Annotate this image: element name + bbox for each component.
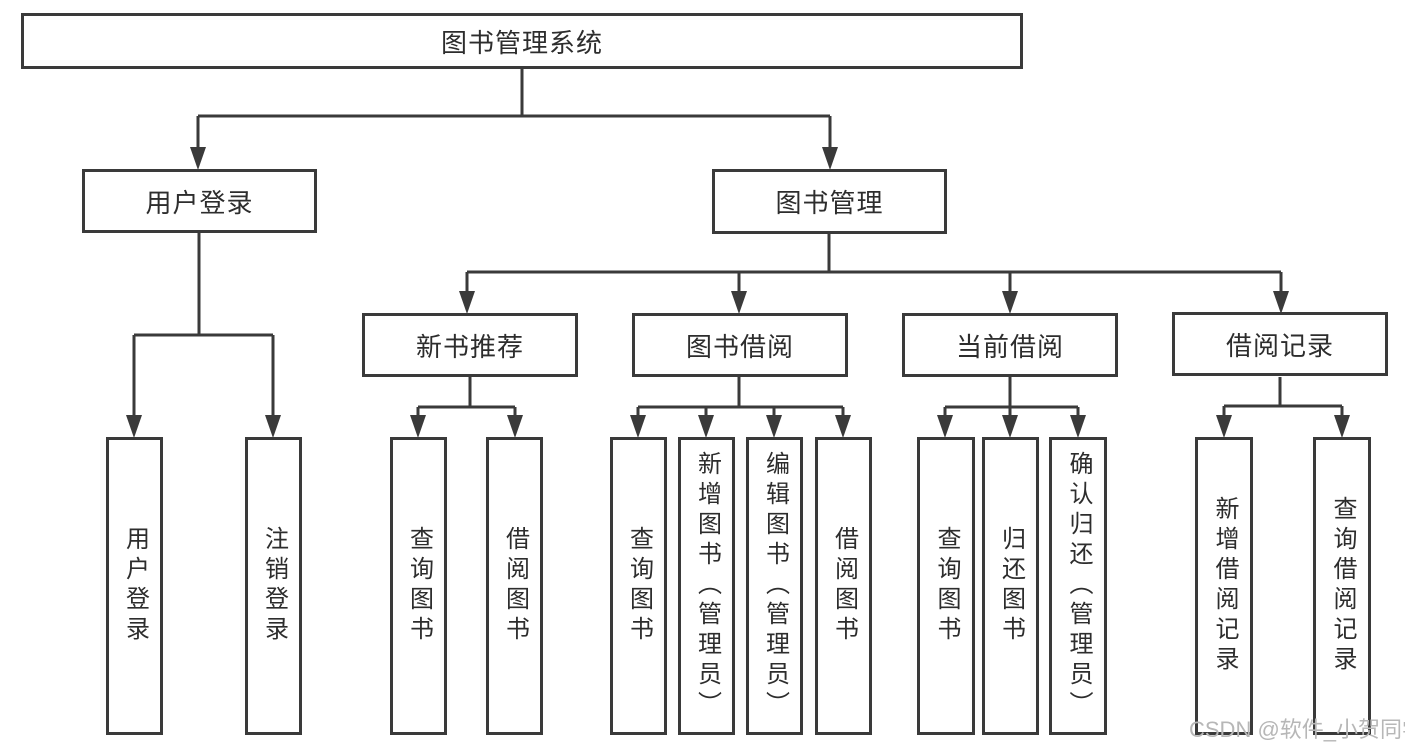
edge-book-management-to-level3 (459, 234, 1289, 314)
node-leaf-user-login: 用户登录 (106, 437, 163, 735)
node-leaf-borrow-books-recommend: 借阅图书 (486, 437, 543, 735)
node-library-management-system: 图书管理系统 (21, 13, 1023, 69)
node-leaf-add-borrow-record: 新增借阅记录 (1195, 437, 1253, 735)
edge-user-login-to-children (126, 233, 281, 438)
watermark: CSDN @软件_小贺同学 (1189, 717, 1405, 742)
node-borrow-records: 借阅记录 (1172, 312, 1388, 376)
node-leaf-query-books-borrow: 查询图书 (610, 437, 667, 735)
node-leaf-query-borrow-record: 查询借阅记录 (1313, 437, 1371, 735)
node-current-borrow: 当前借阅 (902, 313, 1118, 377)
node-leaf-query-books-recommend: 查询图书 (390, 437, 447, 735)
node-leaf-borrow-books: 借阅图书 (815, 437, 872, 735)
edge-book-borrow-to-children (630, 377, 851, 438)
node-leaf-confirm-return-admin: 确认归还（管理员） (1049, 437, 1107, 735)
node-leaf-add-book-admin: 新增图书（管理员） (678, 437, 735, 735)
node-leaf-edit-book-admin: 编辑图书（管理员） (746, 437, 803, 735)
node-book-borrow: 图书借阅 (632, 313, 848, 377)
edge-current-borrow-to-children (937, 377, 1086, 438)
node-leaf-return-book: 归还图书 (982, 437, 1039, 735)
edge-root-to-level2 (190, 69, 838, 170)
node-new-book-recommend: 新书推荐 (362, 313, 578, 377)
edge-new-book-recommend-to-children (410, 377, 523, 438)
node-book-management: 图书管理 (712, 169, 947, 234)
node-leaf-logout: 注销登录 (245, 437, 302, 735)
node-leaf-query-books-current: 查询图书 (917, 437, 975, 735)
edge-borrow-records-to-children (1216, 377, 1350, 438)
node-user-login: 用户登录 (82, 169, 317, 233)
